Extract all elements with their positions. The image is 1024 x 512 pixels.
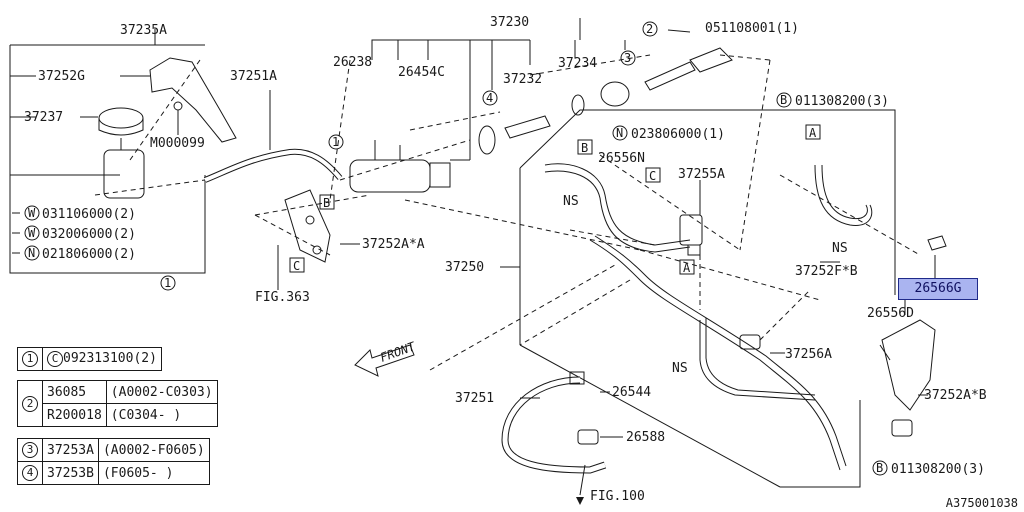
legend-row2b-part: R200018 xyxy=(42,403,107,427)
label-37251a: 37251A xyxy=(230,69,277,84)
num-4: 4 xyxy=(486,91,493,105)
num-2: 2 xyxy=(646,22,653,36)
label-37252a-b: 37252A*B xyxy=(924,388,987,403)
label-37252a-a: 37252A*A xyxy=(362,237,425,252)
label-37235a: 37235A xyxy=(120,23,167,38)
document-id: A375001038 xyxy=(945,496,1018,510)
legend-row3-range: (A0002-F0605) xyxy=(97,438,210,462)
box-a-mid: A xyxy=(683,261,691,275)
legend-table-2: 2 36085 (A0002-C0303) R200018 (C0304- ) xyxy=(17,380,218,427)
box-b-2: B xyxy=(323,196,330,210)
box-a-top: A xyxy=(809,126,817,140)
label-37252f-b: 37252F*B xyxy=(795,264,858,279)
label-26556n: 26556N xyxy=(598,151,645,166)
tank-cap xyxy=(98,107,144,129)
label-26238: 26238 xyxy=(333,55,372,70)
label-37230: 37230 xyxy=(490,15,529,30)
legend-row4-num: 4 xyxy=(17,461,43,485)
circle-w-1: W xyxy=(28,206,36,220)
legend-row2a-range: (A0002-C0303) xyxy=(105,380,218,404)
label-37232: 37232 xyxy=(503,72,542,87)
legend-row2a-part: 36085 xyxy=(42,380,107,404)
label-37251: 37251 xyxy=(455,391,494,406)
label-37255a: 37255A xyxy=(678,167,725,182)
legend-table-3: 3 37253A (A0002-F0605) 4 37253B (F0605- … xyxy=(17,438,210,485)
label-37237: 37237 xyxy=(24,110,63,125)
label-37252g: 37252G xyxy=(38,69,85,84)
label-fig100: FIG.100 xyxy=(590,489,645,504)
label-26556d: 26556D xyxy=(867,306,914,321)
label-ns-2: NS xyxy=(832,241,848,256)
num-3: 3 xyxy=(624,51,631,65)
legend-row3-num: 3 xyxy=(17,438,43,462)
legend-row4-part: 37253B xyxy=(42,461,99,485)
fig100-arrow xyxy=(576,497,584,505)
label-m000099: M000099 xyxy=(150,136,205,151)
legend-row4-range: (F0605- ) xyxy=(97,461,210,485)
label-26588: 26588 xyxy=(626,430,665,445)
num-1-bottom: 1 xyxy=(164,276,171,290)
circle-b-top: B xyxy=(780,93,787,107)
label-37256a: 37256A xyxy=(785,347,832,362)
box-b-1: B xyxy=(581,141,588,155)
label-031106000: 031106000(2) xyxy=(42,207,136,222)
circle-w-2: W xyxy=(28,226,36,240)
label-ns-1: NS xyxy=(563,194,579,209)
label-ns-3: NS xyxy=(672,361,688,376)
box-c-1: C xyxy=(649,169,656,183)
circle-n-1: N xyxy=(28,246,35,260)
circle-b-bottom: B xyxy=(876,461,883,475)
label-011308200-top: 011308200(3) xyxy=(795,94,889,109)
circle-n-2: N xyxy=(616,126,623,140)
label-032006000: 032006000(2) xyxy=(42,227,136,242)
label-fig363: FIG.363 xyxy=(255,290,310,305)
reservoir-frame xyxy=(9,45,206,274)
tank-body xyxy=(103,149,145,199)
label-051108001: 051108001(1) xyxy=(705,21,799,36)
front-arrow xyxy=(354,344,415,377)
master-cylinder xyxy=(349,159,431,193)
box-c-2: C xyxy=(293,259,300,273)
label-021806000: 021806000(2) xyxy=(42,247,136,262)
num-1-top: 1 xyxy=(332,135,339,149)
legend-row2-num: 2 xyxy=(17,380,43,427)
label-26454c: 26454C xyxy=(398,65,445,80)
label-011308200-bottom: 011308200(3) xyxy=(891,462,985,477)
label-023806000: 023806000(1) xyxy=(631,127,725,142)
label-37234: 37234 xyxy=(558,56,597,71)
label-37250: 37250 xyxy=(445,260,484,275)
legend-row3-part: 37253A xyxy=(42,438,99,462)
legend-row2b-range: (C0304- ) xyxy=(105,403,218,427)
label-26544: 26544 xyxy=(612,385,651,400)
highlighted-part-26566g[interactable]: 26566G xyxy=(898,278,978,300)
legend-row1-num: 1 xyxy=(17,347,43,371)
